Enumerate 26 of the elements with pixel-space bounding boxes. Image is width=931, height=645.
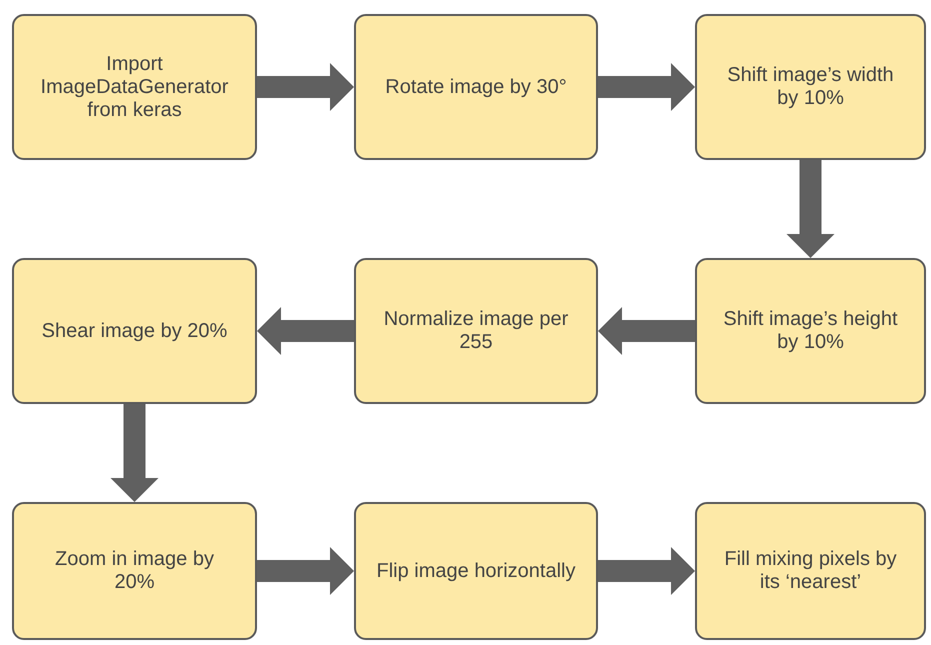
step-text: Zoom in image by 20% [54,548,215,594]
step-text: Shift image’s width by 10% [726,64,895,110]
block-arrow [598,307,695,355]
block-arrow [598,547,695,595]
block-arrow [257,307,354,355]
process-box [354,258,598,404]
process-box [695,502,926,640]
step-text: Import ImageDataGenerator from keras [40,52,230,122]
process-box [695,258,926,404]
step-text: Shear image by 20% [42,320,228,342]
process-box [12,258,257,404]
process-box [12,14,257,160]
block-arrow [257,547,354,595]
step-text: Shift image’s height by 10% [722,308,899,354]
step-text: Normalize image per 255 [382,308,570,354]
block-arrow [257,63,354,111]
process-box [695,14,926,160]
process-box [12,502,257,640]
process-box [354,502,598,640]
step-text: Flip image horizontally [376,560,576,582]
block-arrow [786,160,834,258]
step-text: Rotate image by 30° [385,76,567,98]
block-arrow [110,404,158,502]
step-text: Fill mixing pixels by its ‘nearest’ [723,548,898,594]
block-arrow [598,63,695,111]
process-box [354,14,598,160]
